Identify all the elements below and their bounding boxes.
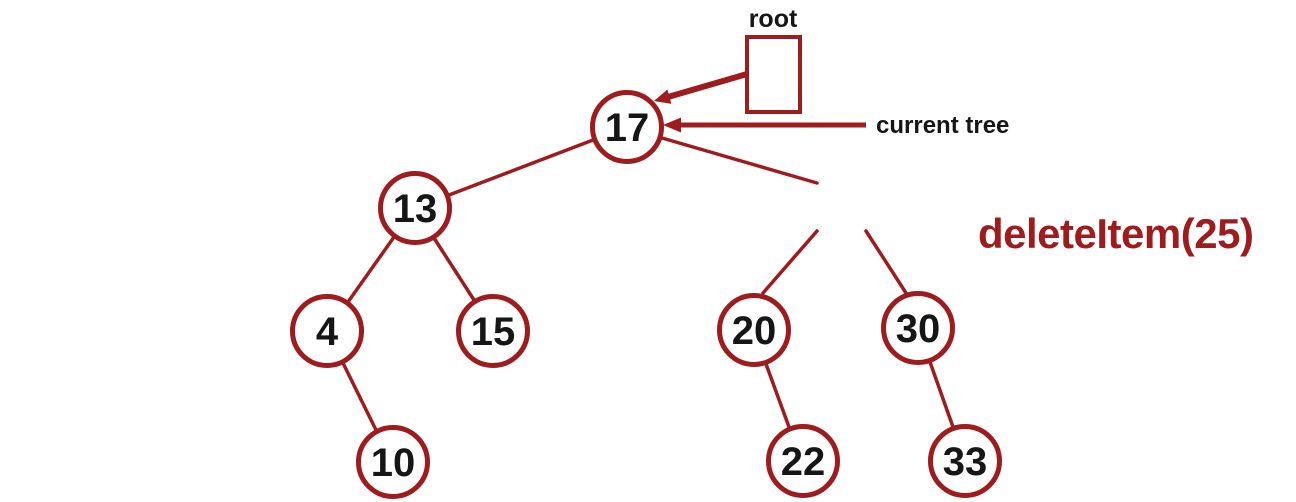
edge-removed-25-20 [761, 229, 819, 295]
tree-node-20: 20 [717, 293, 791, 367]
root-pointer-arrowhead-icon [654, 89, 672, 104]
tree-edges [341, 136, 955, 432]
node-circle-13 [378, 171, 452, 245]
node-circle-20 [717, 293, 791, 367]
root-pointer-label: root [749, 5, 798, 33]
node-circle-4 [290, 294, 364, 368]
tree-node-30: 30 [881, 291, 955, 365]
edge-17-removed-25 [660, 136, 819, 185]
root-pointer-arrow-line [667, 71, 748, 100]
tree-node-10: 10 [356, 425, 430, 499]
tree-nodes: 17 13 4 15 10 20 [290, 90, 1002, 499]
tree-node-13: 13 [378, 171, 452, 245]
current-tree-label: current tree [876, 112, 1009, 139]
edge-30-33 [928, 360, 955, 429]
node-value-30: 30 [896, 307, 941, 351]
node-value-13: 13 [393, 187, 438, 231]
node-circle-22 [766, 424, 840, 498]
edge-17-13 [447, 138, 595, 197]
node-circle-10 [356, 425, 430, 499]
edge-4-10 [341, 361, 378, 432]
node-circle-30 [881, 291, 955, 365]
node-value-4: 4 [316, 310, 339, 354]
edge-20-22 [764, 362, 791, 429]
node-circle-17 [590, 90, 664, 164]
tree-node-4: 4 [290, 294, 364, 368]
node-value-20: 20 [732, 309, 777, 353]
root-pointer: root [654, 5, 802, 114]
tree-node-22: 22 [766, 424, 840, 498]
node-value-17: 17 [605, 106, 650, 150]
tree-node-33: 33 [928, 424, 1002, 498]
root-pointer-box [745, 35, 802, 114]
node-circle-15 [456, 294, 530, 368]
node-circle-33 [928, 424, 1002, 498]
tree-node-15: 15 [456, 294, 530, 368]
current-tree-pointer: current tree [663, 112, 1009, 139]
edge-removed-25-30 [864, 229, 908, 295]
node-value-15: 15 [471, 310, 516, 354]
current-tree-arrowhead-icon [663, 117, 681, 133]
edge-13-15 [432, 236, 476, 302]
operation-label: deleteItem(25) [978, 210, 1253, 257]
edge-13-4 [346, 235, 396, 304]
node-value-33: 33 [943, 440, 988, 484]
node-value-22: 22 [781, 440, 826, 484]
node-value-10: 10 [371, 441, 416, 485]
tree-node-17: 17 [590, 90, 664, 164]
